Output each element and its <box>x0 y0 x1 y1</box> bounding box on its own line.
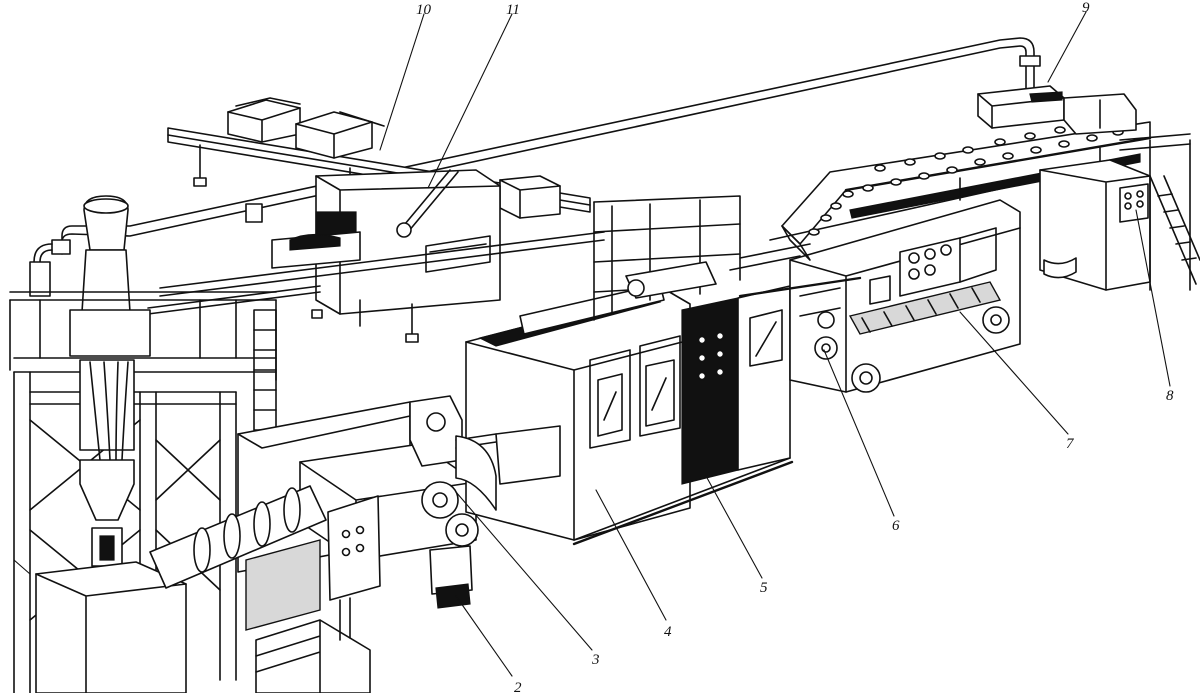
callout-10: 10 <box>416 2 432 18</box>
support-frame <box>593 195 741 321</box>
callout-11: 11 <box>506 2 520 18</box>
callout-3: 3 <box>591 652 600 668</box>
callout-9: 9 <box>1082 0 1090 16</box>
overhead-pipe <box>29 37 1041 297</box>
callout-2: 2 <box>514 680 522 693</box>
callout-6: 6 <box>892 518 900 534</box>
callout-5: 5 <box>760 580 768 596</box>
dryer-unit <box>455 283 794 546</box>
hopper-tower <box>9 195 277 693</box>
coating-unit <box>977 85 1137 135</box>
cartoning-machine <box>147 169 605 343</box>
callout-7: 7 <box>1066 436 1075 452</box>
callout-4: 4 <box>664 624 672 640</box>
callout-labels: 2 3 4 5 6 7 8 9 10 11 <box>416 0 1174 693</box>
cooling-section <box>789 199 1021 393</box>
leader-lines <box>13 11 1171 677</box>
extruder <box>149 395 479 693</box>
callout-8: 8 <box>1166 388 1174 404</box>
